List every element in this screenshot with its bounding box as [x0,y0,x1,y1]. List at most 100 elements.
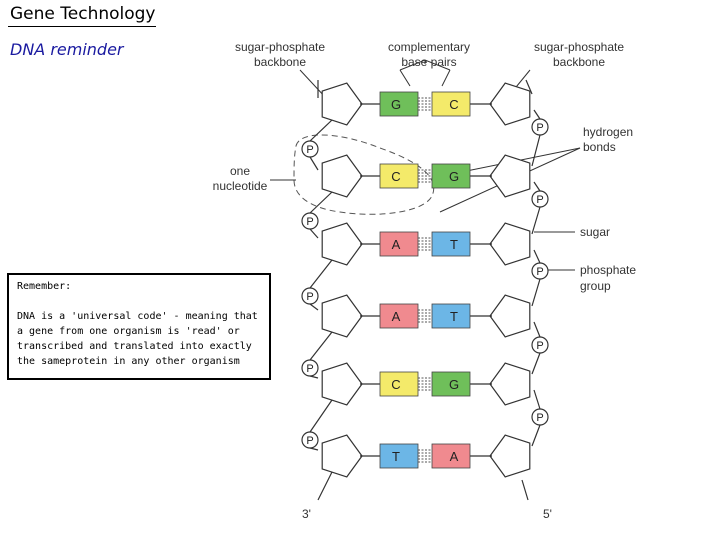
phosphate-symbol: P [306,291,313,303]
remember-box: Remember: DNA is a 'universal code' - me… [7,273,271,380]
backbone-bond [531,424,541,447]
backbone-bond [309,259,333,289]
phosphate-symbol: P [536,122,543,134]
phosphate-circle [301,287,319,305]
label-one-nucleotide-2: nucleotide [213,179,268,193]
phosphate-symbol: P [306,363,313,375]
label-backbone-left-1: sugar-phosphate [235,40,325,54]
backbone-bond [309,331,333,361]
remember-heading: Remember: [17,281,72,292]
phosphate-circle [301,140,319,158]
sugar-pentagon [489,222,531,266]
sugar-pentagon [321,222,363,266]
phosphate-circle [531,262,549,280]
base-left-letter: T [392,449,400,464]
label-hydrogen-2: bonds [583,140,616,154]
base-right-letter: G [449,169,459,184]
phosphate-symbol: P [306,435,313,447]
label-backbone-right-1: sugar-phosphate [534,40,624,54]
backbone-bond [525,79,533,95]
phosphate-circle [301,212,319,230]
base-left [379,91,419,117]
base-left-letter: C [391,377,400,392]
base-right-letter: C [449,97,458,112]
label-phosphate-1: phosphate [580,263,636,277]
base-right-letter: G [449,377,459,392]
phosphate-circle [531,118,549,136]
sugar-pentagon [321,154,363,198]
title-underline [8,26,156,27]
base-right-letter: T [450,237,458,252]
phosphate-circle [301,359,319,377]
label-phosphate-2: group [580,279,611,293]
backbone-bond [309,303,319,311]
backbone-bond [309,119,333,142]
sugar-pentagon [489,82,531,126]
label-sugar: sugar [580,225,610,239]
label-backbone-left-2: backbone [254,55,306,69]
sugar-pentagon [321,434,363,478]
backbone-bond [309,228,319,239]
base-left [379,371,419,397]
base-right-letter: A [450,449,459,464]
nucleotide-outline [293,134,435,215]
backbone-bond [317,471,333,501]
backbone-bond [309,156,319,171]
phosphate-symbol: P [306,216,313,228]
base-right [431,163,471,189]
base-left-letter: A [392,237,401,252]
backbone-bond [531,206,541,235]
phosphate-symbol: P [306,144,313,156]
base-right [431,91,471,117]
backbone-bond [309,399,333,433]
phosphate-symbol: P [536,266,543,278]
base-right-letter: T [450,309,458,324]
base-left [379,163,419,189]
base-right [431,443,471,469]
backbone-bond [531,278,541,307]
phosphate-circle [531,408,549,426]
label-complementary-1: complementary [388,40,470,54]
sugar-pentagon [489,154,531,198]
base-right [431,231,471,257]
backbone-bond [533,321,541,338]
phosphate-symbol: P [536,340,543,352]
phosphate-symbol: P [536,412,543,424]
base-left-letter: A [392,309,401,324]
label-one-nucleotide-1: one [230,164,250,178]
remember-body: DNA is a 'universal code' - meaning that… [17,311,258,367]
sugar-pentagon [321,82,363,126]
sugar-pentagon [489,294,531,338]
label-hydrogen-1: hydrogen [583,125,633,139]
backbone-bond [533,181,541,192]
phosphate-circle [301,431,319,449]
backbone-bond [521,479,529,501]
base-left [379,231,419,257]
base-right [431,371,471,397]
sugar-pentagon [321,294,363,338]
backbone-bond [533,389,541,410]
backbone-bond [533,109,541,120]
base-right [431,303,471,329]
slide-title: Gene Technology [10,4,156,24]
backbone-bond [309,191,333,214]
sugar-pentagon [489,434,531,478]
phosphate-circle [531,336,549,354]
sugar-pentagon [489,362,531,406]
end-label-3prime: 3' [302,507,311,521]
backbone-bond [531,352,541,375]
label-backbone-right-2: backbone [553,55,605,69]
slide-subtitle: DNA reminder [10,40,124,59]
sugar-pentagon [321,362,363,406]
phosphate-circle [531,190,549,208]
end-label-5prime: 5' [543,507,552,521]
